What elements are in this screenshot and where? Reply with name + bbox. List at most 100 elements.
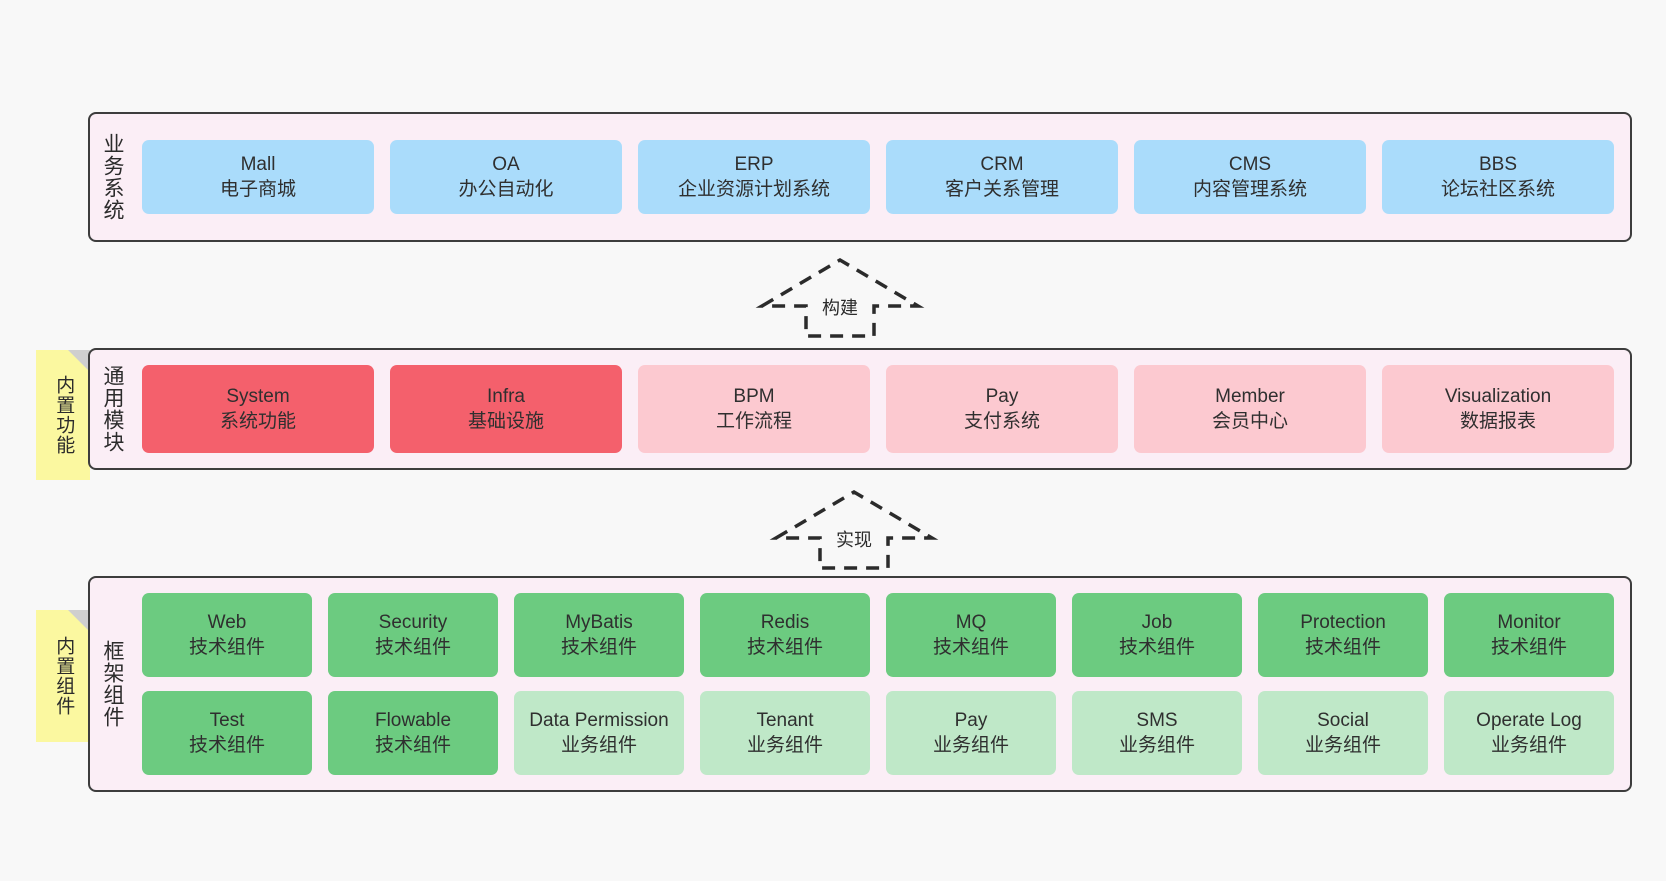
component-card-test[interactable]: Test 技术组件 [142, 691, 312, 775]
up-arrow-icon [755, 257, 925, 338]
card-title: Operate Log [1476, 709, 1582, 731]
component-card-mybatis[interactable]: MyBatis 技术组件 [514, 593, 684, 677]
implement-arrow: 实现 [766, 488, 942, 572]
card-subtitle: 技术组件 [188, 637, 265, 658]
card-title: SMS [1136, 709, 1178, 731]
framework-components-cards: Web 技术组件 Security 技术组件 MyBatis 技术组件 Redi… [134, 578, 1630, 790]
component-card-redis[interactable]: Redis 技术组件 [700, 593, 870, 677]
card-title: Flowable [374, 709, 452, 731]
component-card-mq[interactable]: MQ 技术组件 [886, 593, 1056, 677]
card-title: MyBatis [565, 611, 633, 633]
card-subtitle: 基础设施 [467, 411, 544, 432]
card-subtitle: 工作流程 [715, 411, 792, 432]
card-title: ERP [734, 153, 774, 175]
card-subtitle: 支付系统 [963, 411, 1040, 432]
up-arrow-icon [769, 489, 939, 570]
component-card-job[interactable]: Job 技术组件 [1072, 593, 1242, 677]
card-title: Test [209, 709, 245, 731]
component-card-social[interactable]: Social 业务组件 [1258, 691, 1428, 775]
framework-components-layer: 框架组件 Web 技术组件 Security 技术组件 MyBatis 技术组件… [88, 576, 1632, 792]
sticky-note-label: 内置功能 [53, 375, 75, 455]
card-row-tech: Web 技术组件 Security 技术组件 MyBatis 技术组件 Redi… [142, 593, 1614, 677]
component-card-flowable[interactable]: Flowable 技术组件 [328, 691, 498, 775]
card-title: Member [1215, 385, 1285, 407]
card-subtitle: 系统功能 [219, 411, 296, 432]
card-title: Protection [1300, 611, 1386, 633]
module-card-infra[interactable]: Infra 基础设施 [390, 365, 622, 453]
business-card-cms[interactable]: CMS 内容管理系统 [1134, 140, 1366, 214]
card-subtitle: 会员中心 [1211, 411, 1288, 432]
card-subtitle: 技术组件 [560, 637, 637, 658]
component-card-data-permission[interactable]: Data Permission 业务组件 [514, 691, 684, 775]
card-title: MQ [955, 611, 987, 633]
card-title: BBS [1478, 153, 1518, 175]
card-title: Redis [760, 611, 810, 633]
component-card-web[interactable]: Web 技术组件 [142, 593, 312, 677]
card-subtitle: 技术组件 [188, 735, 265, 756]
common-modules-layer: 通用模块 System 系统功能 Infra 基础设施 BPM 工作流程 Pay… [88, 348, 1632, 470]
card-subtitle: 技术组件 [746, 637, 823, 658]
build-arrow: 构建 [752, 256, 928, 340]
component-card-operate-log[interactable]: Operate Log 业务组件 [1444, 691, 1614, 775]
component-card-security[interactable]: Security 技术组件 [328, 593, 498, 677]
card-title: Tenant [756, 709, 814, 731]
card-subtitle: 技术组件 [1118, 637, 1195, 658]
card-subtitle: 论坛社区系统 [1440, 179, 1555, 200]
business-card-oa[interactable]: OA 办公自动化 [390, 140, 622, 214]
component-card-protection[interactable]: Protection 技术组件 [1258, 593, 1428, 677]
card-title: Visualization [1444, 385, 1552, 407]
business-card-crm[interactable]: CRM 客户关系管理 [886, 140, 1118, 214]
component-card-pay[interactable]: Pay 业务组件 [886, 691, 1056, 775]
card-title: Security [378, 611, 448, 633]
card-title: Mall [240, 153, 276, 175]
card-subtitle: 业务组件 [1490, 735, 1567, 756]
card-subtitle: 业务组件 [932, 735, 1009, 756]
business-card-erp[interactable]: ERP 企业资源计划系统 [638, 140, 870, 214]
card-title: Web [207, 611, 247, 633]
card-title: OA [492, 153, 520, 175]
sticky-note-builtin-components: 内置组件 [36, 610, 90, 742]
business-systems-label: 业务系统 [101, 133, 125, 221]
card-subtitle: 技术组件 [1304, 637, 1381, 658]
card-row-business: Test 技术组件 Flowable 技术组件 Data Permission … [142, 691, 1614, 775]
card-title: Pay [954, 709, 988, 731]
business-card-bbs[interactable]: BBS 论坛社区系统 [1382, 140, 1614, 214]
card-title: System [226, 385, 290, 407]
card-subtitle: 技术组件 [374, 637, 451, 658]
sticky-note-builtin-functions: 内置功能 [36, 350, 90, 480]
card-subtitle: 业务组件 [746, 735, 823, 756]
card-subtitle: 技术组件 [1490, 637, 1567, 658]
card-subtitle: 业务组件 [560, 735, 637, 756]
card-title: Job [1141, 611, 1173, 633]
card-title: CMS [1228, 153, 1272, 175]
component-card-monitor[interactable]: Monitor 技术组件 [1444, 593, 1614, 677]
business-systems-cards: Mall 电子商城 OA 办公自动化 ERP 企业资源计划系统 CRM 客户关系… [134, 114, 1630, 240]
card-title: Monitor [1497, 611, 1561, 633]
card-subtitle: 技术组件 [932, 637, 1009, 658]
card-title: CRM [980, 153, 1024, 175]
card-subtitle: 内容管理系统 [1192, 179, 1307, 200]
module-card-member[interactable]: Member 会员中心 [1134, 365, 1366, 453]
module-card-visualization[interactable]: Visualization 数据报表 [1382, 365, 1614, 453]
card-subtitle: 数据报表 [1459, 411, 1536, 432]
card-title: Pay [985, 385, 1019, 407]
module-card-pay[interactable]: Pay 支付系统 [886, 365, 1118, 453]
card-subtitle: 电子商城 [219, 179, 296, 200]
card-subtitle: 技术组件 [374, 735, 451, 756]
component-card-sms[interactable]: SMS 业务组件 [1072, 691, 1242, 775]
card-title: BPM [733, 385, 775, 407]
card-subtitle: 企业资源计划系统 [677, 179, 830, 200]
card-row: Mall 电子商城 OA 办公自动化 ERP 企业资源计划系统 CRM 客户关系… [142, 140, 1614, 214]
module-card-bpm[interactable]: BPM 工作流程 [638, 365, 870, 453]
sticky-note-label: 内置组件 [53, 636, 75, 716]
card-subtitle: 业务组件 [1304, 735, 1381, 756]
module-card-system[interactable]: System 系统功能 [142, 365, 374, 453]
framework-components-label: 框架组件 [101, 640, 125, 728]
component-card-tenant[interactable]: Tenant 业务组件 [700, 691, 870, 775]
business-card-mall[interactable]: Mall 电子商城 [142, 140, 374, 214]
common-modules-label: 通用模块 [101, 365, 125, 453]
common-modules-cards: System 系统功能 Infra 基础设施 BPM 工作流程 Pay 支付系统… [134, 350, 1630, 468]
card-title: Social [1317, 709, 1369, 731]
card-subtitle: 业务组件 [1118, 735, 1195, 756]
card-row: System 系统功能 Infra 基础设施 BPM 工作流程 Pay 支付系统… [142, 365, 1614, 453]
